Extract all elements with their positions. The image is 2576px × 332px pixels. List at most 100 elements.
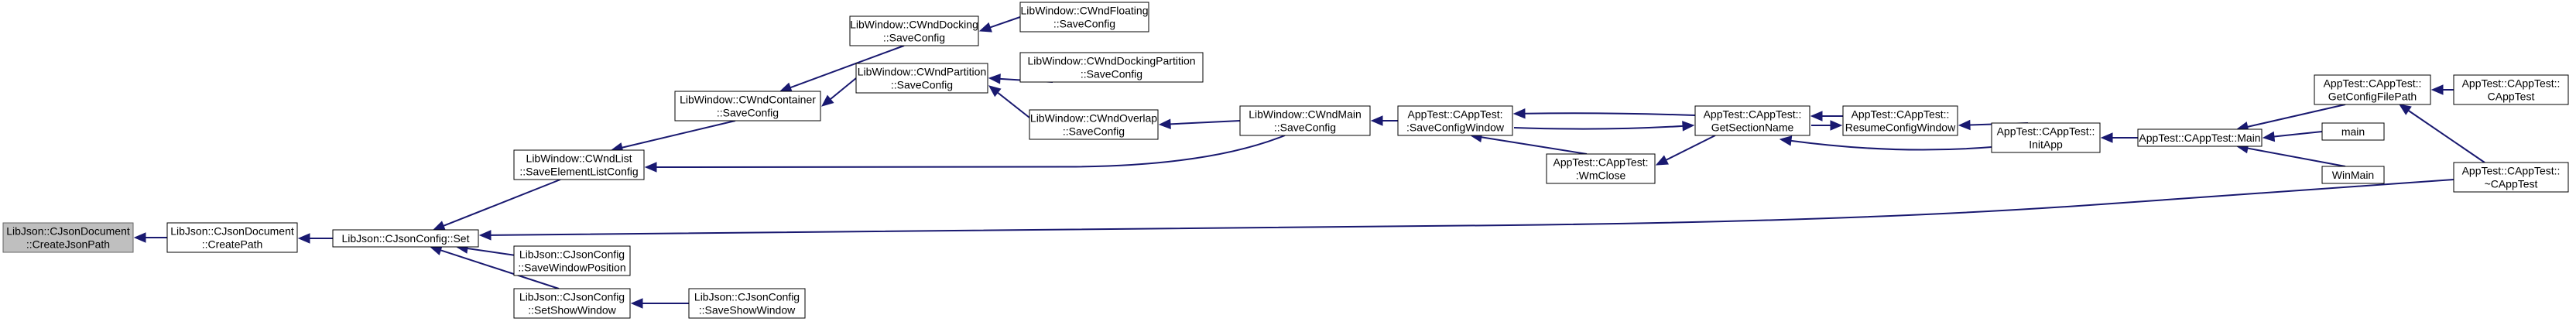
node-label: GetSectionName [1711, 122, 1794, 134]
arrowhead-icon [630, 298, 643, 309]
arrowhead-icon [978, 22, 992, 33]
edge-line [622, 120, 736, 149]
node-box[interactable] [2321, 122, 2385, 141]
node-label: ::SaveConfig [1081, 68, 1142, 80]
node-savewindowposition[interactable]: LibJson::CJsonConfig::SaveWindowPosition [513, 245, 631, 276]
node-label: LibWindow::CWndContainer [680, 94, 816, 106]
node-initapp[interactable]: AppTest::CAppTest::InitApp [1991, 122, 2101, 153]
edge-line [2273, 131, 2323, 138]
node-box[interactable] [1694, 105, 1810, 136]
edge-saveconfigwindow-to-getsectionname [1513, 121, 1695, 132]
node-label: ::SaveConfig [883, 32, 945, 44]
node-box[interactable] [2137, 128, 2263, 147]
node-label: AppTest::CAppTest:: [1704, 108, 1802, 121]
edge-line [1481, 136, 1588, 155]
node-label: AppTest::CAppTest:: [1852, 108, 1950, 121]
node-capptest[interactable]: AppTest::CAppTest::CAppTest [2453, 74, 2569, 105]
node-box[interactable] [1546, 153, 1656, 184]
node-label: GetConfigFilePath [2328, 91, 2417, 103]
arrowhead-icon [1830, 120, 1843, 131]
node-box[interactable] [2, 222, 134, 253]
edge-line [2247, 147, 2346, 167]
node-box[interactable] [1019, 52, 1204, 83]
node-box[interactable] [332, 229, 479, 248]
arrowhead-icon [2100, 132, 2113, 143]
node-box[interactable] [1991, 122, 2101, 153]
arrowhead-icon [1810, 111, 1823, 122]
node-label: ::SaveWindowPosition [518, 262, 625, 274]
node-box[interactable] [2453, 74, 2569, 105]
node-box[interactable] [1397, 105, 1513, 136]
edge-saveshowwindow-to-setshowwindow [630, 298, 689, 309]
node-destructor[interactable]: AppTest::CAppTest::~CAppTest [2453, 162, 2569, 193]
node-setshowwindow[interactable]: LibJson::CJsonConfig::SetShowWindow [513, 288, 631, 319]
node-label: ::SaveShowWindow [699, 304, 796, 317]
node-saveshowwindow[interactable]: LibJson::CJsonConfig::SaveShowWindow [688, 288, 806, 319]
node-box[interactable] [2453, 162, 2569, 193]
arrowhead-icon [644, 162, 657, 173]
node-createjsonpath[interactable]: LibJson::CJsonDocument::CreateJsonPath [2, 222, 134, 253]
node-floating[interactable]: LibWindow::CWndFloating::SaveConfig [1019, 2, 1149, 33]
edge-line [790, 45, 905, 89]
node-saveelementlistconfig[interactable]: LibWindow::CWndList::SaveElementListConf… [513, 149, 645, 180]
edge-line [1513, 125, 1684, 130]
node-box[interactable] [1239, 105, 1371, 136]
node-partition[interactable]: LibWindow::CWndPartition::SaveConfig [855, 63, 988, 94]
node-box[interactable] [688, 288, 806, 319]
node-label: LibJson::CJsonConfig [519, 248, 625, 261]
edge-main-to-appmain [2262, 131, 2323, 142]
node-box[interactable] [513, 288, 631, 319]
node-label: ::SaveConfig [891, 79, 953, 91]
node-wndmain[interactable]: LibWindow::CWndMain::SaveConfig [1239, 105, 1371, 136]
node-box[interactable] [674, 91, 821, 122]
node-label: AppTest::CAppTest: [1408, 108, 1503, 121]
edge-getsectionname-to-saveconfigwindow [1512, 108, 1696, 119]
edge-line [443, 179, 561, 227]
node-overlap[interactable]: LibWindow::CWndOverlap::SaveConfig [1029, 109, 1159, 140]
node-box[interactable] [1019, 2, 1149, 33]
node-box[interactable] [849, 15, 979, 46]
node-main[interactable]: main [2321, 122, 2385, 141]
edge-floating-to-docking [978, 16, 1021, 33]
node-createpath[interactable]: LibJson::CJsonDocument::CreatePath [166, 222, 298, 253]
edge-docking-to-container [779, 45, 905, 93]
node-docking[interactable]: LibWindow::CWndDocking::SaveConfig [849, 15, 979, 46]
node-label: AppTest::CAppTest:: [2462, 77, 2561, 90]
node-box[interactable] [2321, 166, 2385, 184]
node-label: LibJson::CJsonDocument [6, 225, 130, 238]
arrowhead-icon [478, 230, 492, 241]
node-box[interactable] [2314, 74, 2431, 105]
node-box[interactable] [1842, 105, 1958, 136]
node-wmclose[interactable]: AppTest::CAppTest::WmClose [1546, 153, 1656, 184]
node-box[interactable] [513, 245, 631, 276]
node-label: ::SaveConfig [1063, 125, 1125, 138]
arrowhead-icon [1655, 155, 1669, 166]
edge-partition-to-container [821, 77, 857, 107]
node-label: LibWindow::CWndOverlap [1030, 112, 1157, 125]
node-label: :SaveConfigWindow [1406, 122, 1505, 134]
node-saveconfigwindow[interactable]: AppTest::CAppTest::SaveConfigWindow [1397, 105, 1513, 136]
node-resumeconfigwindow[interactable]: AppTest::CAppTest::ResumeConfigWindow [1842, 105, 1958, 136]
node-box[interactable] [1029, 109, 1159, 140]
arrowhead-icon [779, 82, 793, 93]
node-getconfigfilepath[interactable]: AppTest::CAppTest::GetConfigFilePath [2314, 74, 2431, 105]
node-label: ResumeConfigWindow [1845, 122, 1956, 134]
arrowhead-icon [1512, 108, 1526, 119]
node-dockingpartition[interactable]: LibWindow::CWndDockingPartition::SaveCon… [1019, 52, 1204, 83]
node-container[interactable]: LibWindow::CWndContainer::SaveConfig [674, 91, 821, 122]
edge-line [830, 77, 857, 100]
node-box[interactable] [855, 63, 988, 94]
arrowhead-icon [1779, 135, 1793, 146]
node-box[interactable] [166, 222, 298, 253]
edge-appmain-to-initapp [2100, 132, 2138, 143]
edge-set-to-createpath [297, 233, 333, 244]
node-winmain[interactable]: WinMain [2321, 166, 2385, 184]
node-label: :WmClose [1576, 169, 1626, 182]
node-box[interactable] [513, 149, 645, 180]
node-getsectionname[interactable]: AppTest::CAppTest::GetSectionName [1694, 105, 1810, 136]
arrowhead-icon [988, 74, 1001, 84]
node-appmain[interactable]: AppTest::CAppTest::Main [2137, 128, 2263, 147]
edge-getsectionname-to-resumeconfigwindow [1811, 120, 1843, 131]
edge-container-to-saveelementlistconfig [610, 120, 736, 153]
node-set[interactable]: LibJson::CJsonConfig::Set [332, 229, 479, 248]
